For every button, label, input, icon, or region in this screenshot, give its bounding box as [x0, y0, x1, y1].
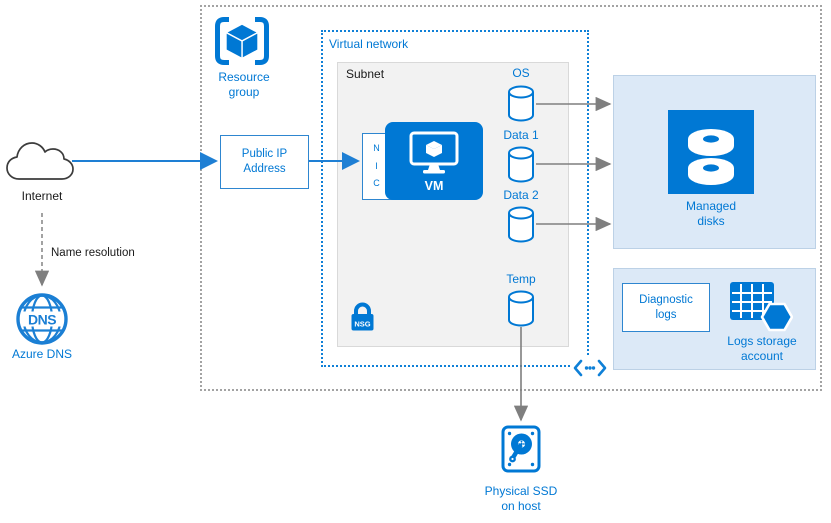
- internet-label: Internet: [21, 189, 63, 203]
- svg-text:NSG: NSG: [354, 320, 370, 329]
- public-ip-box: Public IP Address: [220, 135, 309, 189]
- logs-storage-label: Logs storage account: [727, 334, 797, 363]
- managed-disks-icon: [668, 110, 754, 194]
- data2-disk-cylinder-icon: [508, 206, 534, 243]
- nic-letter-i: I: [375, 160, 378, 171]
- vm-monitor-icon: [409, 131, 459, 174]
- data2-disk-label: Data 2: [503, 188, 539, 202]
- resource-group-cube-icon: [215, 17, 269, 65]
- subnet-label: Subnet: [346, 67, 385, 81]
- os-disk-label: OS: [512, 66, 530, 80]
- os-disk-cylinder-icon: [508, 85, 534, 122]
- name-resolution-label: Name resolution: [51, 247, 135, 259]
- nsg-lock-icon: NSG: [351, 302, 374, 331]
- physical-ssd-label: Physical SSD on host: [484, 484, 558, 513]
- virtual-network-boundary: [321, 30, 589, 367]
- physical-ssd-icon: [501, 425, 541, 473]
- temp-disk-cylinder-icon: [508, 290, 534, 327]
- temp-disk-label: Temp: [506, 272, 536, 286]
- nic-letter-c: C: [373, 177, 380, 188]
- vm-box: VM: [385, 122, 483, 200]
- nic-letter-n: N: [373, 143, 380, 154]
- azure-dns-label: Azure DNS: [11, 347, 73, 361]
- dns-globe-icon: DNS: [16, 293, 68, 345]
- resource-group-boundary: [200, 5, 822, 391]
- public-ip-label: Public IP Address: [241, 148, 288, 175]
- svg-text:DNS: DNS: [28, 312, 56, 328]
- data1-disk-label: Data 1: [503, 128, 539, 142]
- virtual-network-label: Virtual network: [329, 37, 409, 51]
- diagnostic-logs-label: Diagnostic logs: [639, 293, 693, 321]
- vm-label: VM: [424, 179, 444, 193]
- data1-disk-cylinder-icon: [508, 146, 534, 183]
- storage-account-icon: [730, 282, 793, 332]
- cloud-icon: [6, 142, 74, 180]
- diagnostic-logs-box: Diagnostic logs: [622, 283, 710, 332]
- resource-group-label: Resource group: [218, 70, 270, 99]
- managed-disks-label: Managed disks: [685, 199, 737, 228]
- expand-dots-icon: [572, 357, 608, 379]
